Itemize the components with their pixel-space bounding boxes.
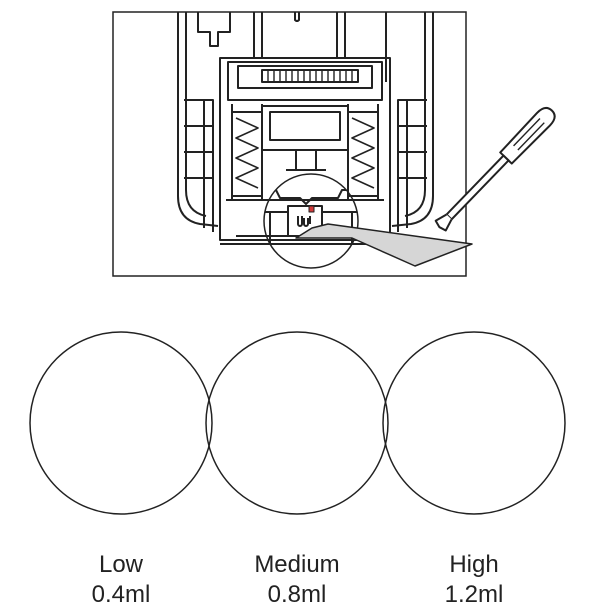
setting-name-medium: Medium [254,551,340,578]
detail-high [382,331,566,515]
dose-slider-high [492,421,500,447]
setting-volume-high: 1.2ml [444,581,504,608]
setting-name-low: Low [98,551,144,578]
dose-slider-low [103,425,111,449]
dose-slider-medium [305,425,313,449]
top-illustration [112,11,556,277]
setting-volume-medium: 0.8ml [267,581,327,608]
detail-low [29,331,213,515]
setting-label-medium: Medium 0.8ml [227,550,367,610]
setting-label-high: High 1.2ml [404,550,544,610]
direction-arrow-icon [295,223,473,267]
setting-label-low: Low 0.4ml [51,550,191,610]
zoom-circle [263,173,359,269]
detail-medium [205,331,389,515]
setting-volume-low: 0.4ml [91,581,151,608]
screwdriver-icon [434,106,556,232]
setting-name-high: High [449,551,499,578]
